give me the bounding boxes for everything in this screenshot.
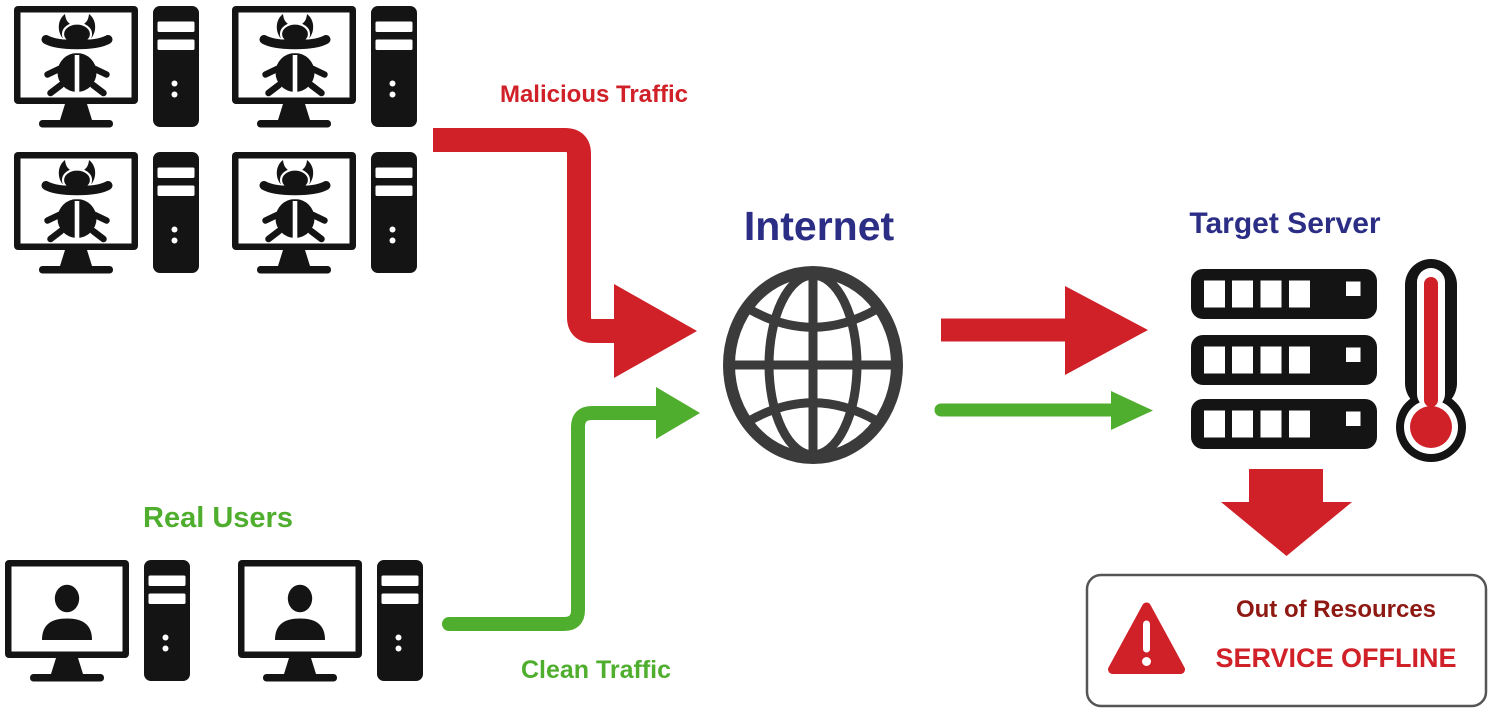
user-computer-icon bbox=[238, 560, 423, 682]
malicious-traffic-label: Malicious Traffic bbox=[499, 81, 689, 108]
globe-icon bbox=[723, 266, 903, 464]
overload-arrow bbox=[1221, 469, 1352, 556]
user-computer-icon bbox=[5, 560, 190, 682]
clean-traffic-label: Clean Traffic bbox=[520, 656, 672, 684]
alert-box bbox=[1085, 573, 1488, 708]
thermometer-icon bbox=[1396, 259, 1466, 462]
bug-computer-icon bbox=[232, 152, 417, 274]
bug-computer-icon bbox=[232, 6, 417, 128]
clean-traffic-arrow bbox=[442, 387, 700, 631]
malicious-to-server-arrow bbox=[941, 286, 1148, 375]
target-server-label: Target Server bbox=[1189, 207, 1381, 240]
malicious-traffic-arrow bbox=[433, 128, 697, 378]
bug-computer-icon bbox=[14, 6, 199, 128]
botnet-group bbox=[14, 6, 417, 274]
service-offline-label: SERVICE OFFLINE bbox=[1215, 643, 1457, 673]
server-stack-icon bbox=[1191, 269, 1377, 449]
warning-triangle-icon bbox=[1108, 602, 1185, 674]
real-users-group bbox=[5, 560, 423, 682]
bug-computer-icon bbox=[14, 152, 199, 274]
clean-to-server-arrow bbox=[934, 391, 1153, 430]
out-of-resources-label: Out of Resources bbox=[1235, 596, 1437, 623]
internet-label: Internet bbox=[743, 203, 895, 249]
real-users-label: Real Users bbox=[143, 502, 293, 534]
